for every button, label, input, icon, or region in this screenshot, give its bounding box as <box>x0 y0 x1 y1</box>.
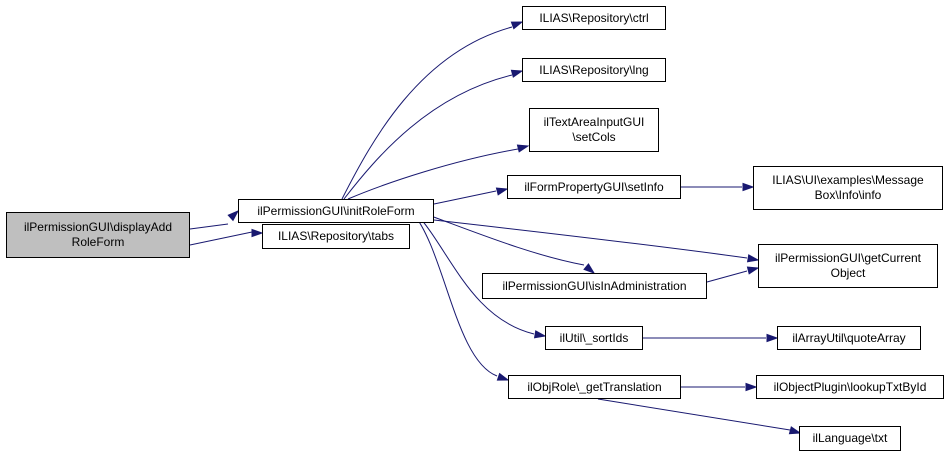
node-repository-lng[interactable]: ILIAS\Repository\lng <box>522 58 666 82</box>
node-language-txt[interactable]: ilLanguage\txt <box>799 426 901 451</box>
node-message-box-info[interactable]: ILIAS\UI\examples\Message Box\Info\info <box>753 166 943 210</box>
edge-is-in-administration-to-get-current-object-arrowhead <box>746 266 760 275</box>
edge-set-info-to-message-box-arrowhead <box>742 182 755 192</box>
edge-init-to-set-info <box>433 190 497 205</box>
node-util-sort-ids[interactable]: ilUtil\_sortIds <box>545 326 643 350</box>
edge-display-to-init-role-form <box>189 223 229 230</box>
node-repository-ctrl[interactable]: ILIAS\Repository\ctrl <box>522 6 666 30</box>
edge-init-to-ctrl <box>341 26 513 200</box>
edge-get-translation-to-lookup-arrowhead <box>745 382 758 392</box>
edge-init-to-get-translation <box>411 211 498 377</box>
node-get-current-object[interactable]: ilPermissionGUI\getCurrent Object <box>758 244 938 288</box>
node-display-add-role-form[interactable]: ilPermissionGUI\displayAdd RoleForm <box>6 212 190 258</box>
edge-init-to-is-in-administration-arrowhead <box>583 263 596 274</box>
node-repository-tabs[interactable]: ILIAS\Repository\tabs <box>262 224 410 249</box>
edge-init-to-get-current-object <box>433 219 748 259</box>
edge-init-to-lng <box>343 74 513 200</box>
node-array-util-quote-array[interactable]: ilArrayUtil\quoteArray <box>777 326 921 350</box>
node-init-role-form[interactable]: ilPermissionGUI\initRoleForm <box>238 199 434 223</box>
edge-is-in-administration-to-get-current-object <box>706 270 748 283</box>
node-obj-role-get-translation[interactable]: ilObjRole\_getTranslation <box>508 375 681 399</box>
edge-get-translation-to-txt <box>597 398 791 431</box>
edge-init-to-set-cols-arrowhead <box>516 144 530 153</box>
node-text-area-set-cols[interactable]: ilTextAreaInputGUI \setCols <box>529 108 659 152</box>
node-object-plugin-lookup-txt-by-id[interactable]: ilObjectPlugin\lookupTxtById <box>756 375 944 399</box>
edge-init-to-set-info-arrowhead <box>495 187 509 196</box>
edge-sort-ids-to-quote-array-arrowhead <box>766 333 779 343</box>
edge-init-to-sort-ids <box>414 211 535 335</box>
edge-init-to-get-current-object-arrowhead <box>746 254 760 263</box>
edge-init-to-is-in-administration <box>419 211 585 266</box>
edge-init-to-lng-arrowhead <box>510 69 524 78</box>
edge-init-to-set-cols <box>347 148 519 200</box>
edge-display-to-init-role-form-arrowhead <box>227 209 240 222</box>
edge-init-to-sort-ids-arrowhead <box>533 330 547 339</box>
edge-display-to-tabs <box>189 231 253 246</box>
edge-get-translation-to-txt-arrowhead <box>788 426 802 435</box>
edge-init-to-ctrl-arrowhead <box>510 21 524 30</box>
edge-init-to-get-translation-arrowhead <box>496 372 510 381</box>
edge-display-to-tabs-arrowhead <box>251 228 264 238</box>
node-is-in-administration[interactable]: ilPermissionGUI\isInAdministration <box>482 273 707 299</box>
node-form-property-set-info[interactable]: ilFormPropertyGUI\setInfo <box>507 175 681 199</box>
